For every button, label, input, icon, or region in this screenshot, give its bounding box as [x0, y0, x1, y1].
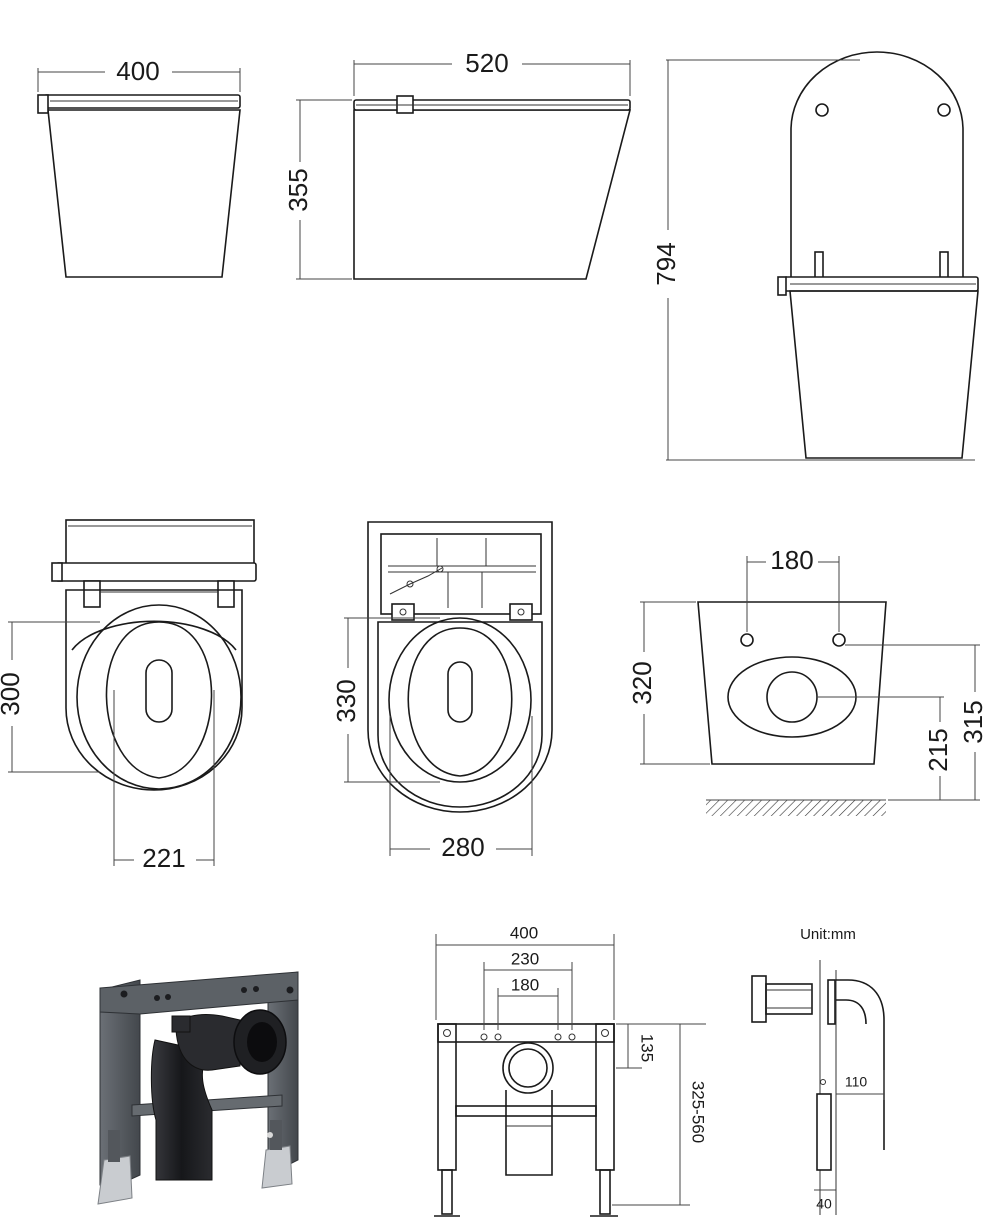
- dim-pipe-offset: 110: [845, 1074, 868, 1090]
- frame-drawing-inlet-outer: [502, 1042, 554, 1094]
- open-side-button: [777, 276, 787, 296]
- top-bowl-outline: [65, 589, 243, 791]
- section-plate: [816, 1093, 832, 1171]
- dim-frame-width: 400: [510, 923, 538, 942]
- top-tank-cover: [65, 519, 255, 567]
- top-seat-ring: [76, 604, 242, 790]
- top-seat-opening: [105, 621, 213, 779]
- dim-frame-height-range: 325-560: [689, 1081, 708, 1143]
- side-view: 520 355: [283, 48, 632, 280]
- frame-top-bar: [99, 971, 299, 1015]
- unit-label: Unit:mm: [800, 926, 856, 943]
- dim-frame-hole-inner: 180: [511, 975, 539, 994]
- lid-hole-right: [937, 103, 951, 117]
- top-seat-bar: [55, 562, 257, 582]
- bottom-mount-right: [509, 603, 533, 621]
- floor-hatch: [706, 800, 886, 816]
- lid-hole-left: [815, 103, 829, 117]
- bottom-mount-left: [391, 603, 415, 621]
- bottom-outer-outline: [367, 521, 553, 813]
- dim-top-seat-length: 300: [0, 672, 25, 715]
- top-spray-port: [145, 659, 173, 723]
- dim-lid-open-height: 794: [651, 242, 681, 285]
- frame-drawing-cross-bar: [455, 1105, 597, 1117]
- section-pipe-flange: [751, 975, 767, 1023]
- top-hinge-right: [217, 580, 235, 608]
- bottom-seat-ring: [388, 617, 532, 783]
- bottom-view: 330 280: [331, 521, 553, 862]
- bottom-inner-frame: [380, 533, 542, 615]
- open-lid-outline: [790, 51, 964, 280]
- bottom-water-line: [389, 567, 443, 595]
- dim-rear-bolt-spacing: 180: [770, 545, 813, 575]
- section-clamp: [827, 979, 836, 1025]
- rear-view: 180 320 215 315: [627, 545, 988, 816]
- dim-side-length: 520: [465, 48, 508, 78]
- top-side-button: [51, 562, 63, 582]
- front-view: 400: [37, 56, 241, 278]
- lid-open-view: 794: [651, 51, 979, 461]
- top-view-seat: 300 221: [0, 519, 257, 873]
- dim-rear-height: 320: [627, 661, 657, 704]
- frame-front-drawing: 400 230 180 135 325-560: [434, 923, 708, 1217]
- dim-frame-top-offset: 135: [638, 1034, 657, 1062]
- section-bracket-curve: [836, 979, 885, 1150]
- rear-bolt-hole-left: [740, 633, 754, 647]
- frame-foot-left: [97, 1155, 133, 1205]
- frame-side-section: Unit:mm 110 40: [751, 926, 885, 1215]
- dim-side-height: 355: [283, 168, 313, 211]
- frame-illustration: [97, 971, 299, 1205]
- frame-foot-right: [261, 1145, 293, 1189]
- dim-bottom-seat-length: 330: [331, 679, 361, 722]
- lid-hinge-left: [814, 251, 824, 279]
- dim-bottom-seat-width: 280: [441, 832, 484, 862]
- frame-drawing-drain: [505, 1090, 553, 1176]
- side-bowl-outline: [353, 109, 632, 280]
- rear-bolt-hole-right: [832, 633, 846, 647]
- dim-front-width: 400: [116, 56, 159, 86]
- lid-hinge-right: [939, 251, 949, 279]
- frame-drawing-left-post: [437, 1023, 457, 1171]
- open-bowl-outline: [789, 290, 979, 459]
- frame-drawing-top-bar: [437, 1023, 615, 1043]
- front-side-button: [37, 94, 49, 114]
- dim-top-seat-width: 221: [142, 843, 185, 873]
- rear-outlet: [766, 671, 818, 723]
- front-bowl-outline: [47, 109, 241, 278]
- dim-rear-outlet-height: 215: [923, 728, 953, 771]
- dim-rear-top-hole-height: 315: [958, 700, 988, 743]
- frame-drawing-inlet-inner: [508, 1048, 548, 1088]
- rear-body-outline: [697, 601, 887, 765]
- top-hinge-left: [83, 580, 101, 608]
- dim-frame-hole-outer: 230: [511, 949, 539, 968]
- frame-drawing-right-post: [595, 1023, 615, 1171]
- bottom-spray-port: [447, 661, 473, 723]
- section-pipe: [765, 983, 813, 1015]
- dim-plate-thickness: 40: [816, 1196, 832, 1212]
